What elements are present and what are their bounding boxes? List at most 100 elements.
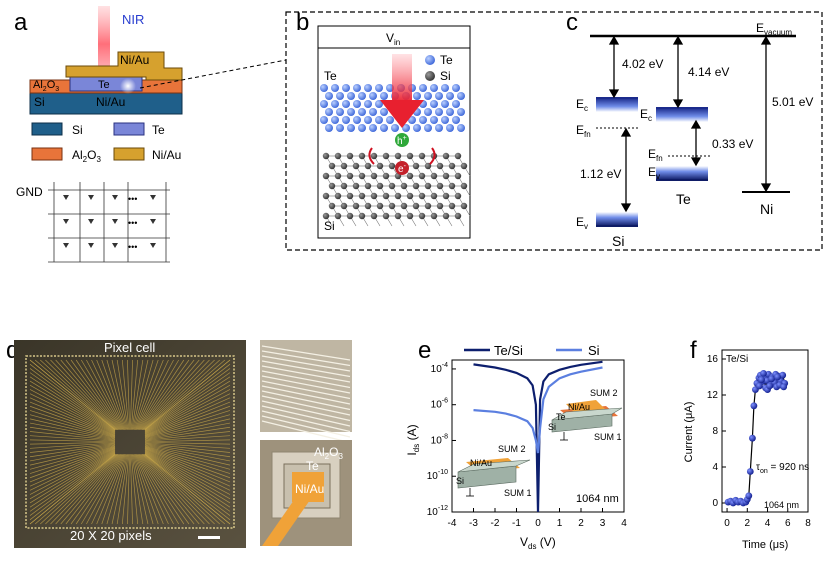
interconnect-trace: [144, 389, 231, 435]
te-atom: [320, 84, 328, 92]
interconnect-trace: [144, 397, 231, 436]
te-atom: [452, 100, 460, 108]
interconnect-trace: [144, 405, 231, 437]
interconnect-trace: [29, 449, 116, 495]
si-atom: [412, 162, 420, 170]
carrier-arrow-right: [429, 147, 436, 165]
te-atom: [430, 84, 438, 92]
si-atom: [358, 212, 366, 220]
te-atom: [391, 124, 399, 132]
interconnect-trace: [80, 454, 123, 525]
zoom-photo-traces: [260, 340, 352, 432]
si-atom: [328, 202, 336, 210]
interconnect-trace: [144, 401, 231, 437]
si-atom: [334, 172, 342, 180]
interconnect-trace: [144, 376, 231, 433]
si-atom: [370, 172, 378, 180]
interconnect-trace: [91, 359, 125, 430]
interconnect-trace: [29, 445, 116, 470]
interconnect-trace: [143, 454, 220, 525]
ni-material-label: Ni: [760, 201, 773, 217]
interconnect-trace: [134, 454, 164, 525]
transient-point: [749, 434, 756, 442]
transient-wavelength: 1064 nm: [764, 500, 799, 510]
si-atom: [382, 192, 390, 200]
interconnect-trace: [130, 454, 133, 525]
interconnect-trace: [144, 380, 231, 434]
pixel-cell-label: Pixel cell: [104, 340, 155, 355]
transient-trace: [727, 373, 786, 504]
interconnect-trace: [138, 359, 190, 430]
interconnect-trace: [144, 431, 231, 441]
si-atom: [448, 162, 456, 170]
ni-au-bottom-label: Ni/Au: [96, 95, 125, 109]
te-bandgap-value: 0.33 eV: [712, 137, 753, 151]
iv-x-tick-label: -3: [469, 518, 478, 529]
pixel-array-border: [25, 355, 235, 529]
te-atom: [331, 84, 339, 92]
si-atom: [364, 202, 372, 210]
interconnect-trace: [29, 448, 116, 487]
zoom-trace: [261, 400, 351, 422]
interconnect-trace: [144, 452, 231, 516]
transient-point: [746, 468, 754, 475]
zoom-line: [139, 59, 287, 89]
te-atom: [424, 124, 432, 132]
interconnect-trace: [144, 445, 231, 470]
ni-au-lead: [262, 500, 310, 546]
zoom-trace: [261, 375, 351, 394]
interconnect-trace: [29, 442, 116, 449]
zoom-trace: [261, 415, 351, 438]
interconnect-trace: [121, 454, 130, 525]
interconnect-trace: [29, 435, 116, 442]
interconnect-trace: [29, 384, 116, 434]
gnd-label: GND: [16, 185, 43, 199]
si-atom: [364, 162, 372, 170]
te-ev-label: Ev: [648, 165, 660, 181]
panel-label-f: f: [690, 337, 697, 364]
interconnect-trace: [131, 359, 144, 430]
te-atom: [441, 100, 449, 108]
te-atom: [331, 100, 339, 108]
interconnect-trace: [50, 359, 119, 430]
iv-y-axis-label: Ids (A): [405, 424, 421, 455]
transient-series: [724, 370, 789, 507]
si-affinity-value: 4.02 eV: [622, 57, 663, 71]
te-atom: [452, 84, 460, 92]
interconnect-trace: [101, 359, 127, 430]
te-atom: [446, 108, 454, 116]
interconnect-trace: [136, 454, 174, 525]
te-atom: [364, 116, 372, 124]
interconnect-trace: [144, 454, 231, 525]
si-atom: [388, 182, 396, 190]
interconnect-trace: [55, 454, 120, 525]
interconnect-trace: [144, 426, 231, 441]
interconnect-trace: [70, 359, 122, 430]
interconnect-trace: [75, 359, 123, 430]
si-atom: [412, 182, 420, 190]
zoom-trace: [261, 395, 351, 416]
si-atom: [352, 182, 360, 190]
te-atom: [369, 92, 377, 100]
te-atom: [358, 124, 366, 132]
transient-point: [745, 492, 753, 500]
interconnect-trace: [141, 359, 210, 430]
te-ec-label: Ec: [640, 107, 652, 123]
nir-label: NIR: [122, 12, 144, 27]
nir-beam: [98, 6, 110, 82]
interconnect-trace: [29, 441, 116, 445]
si-ec-label: Ec: [576, 97, 588, 113]
interconnect-trace: [111, 454, 128, 525]
interconnect-trace: [29, 444, 116, 462]
si-atom: [424, 202, 432, 210]
interconnect-trace: [132, 454, 149, 525]
interconnect-trace: [130, 359, 139, 430]
si-atom: [406, 172, 414, 180]
te-atom: [358, 92, 366, 100]
te-region-label: Te: [324, 69, 337, 83]
interconnect-trace: [29, 454, 116, 525]
te-atom: [375, 116, 383, 124]
si-atom: [376, 202, 384, 210]
interconnect-trace: [75, 454, 123, 525]
